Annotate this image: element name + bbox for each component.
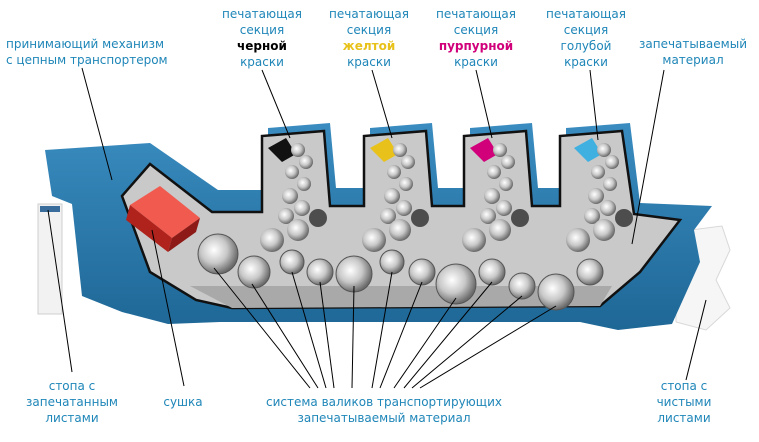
label-dryer: сушка <box>163 395 203 409</box>
label-unit-yellow: печатающая секция желтой краски <box>329 7 409 69</box>
ink-fountain-yellow <box>370 138 398 162</box>
label-unit-black: печатающая секция черной краски <box>222 7 302 69</box>
label-unit-cyan: печатающая секция голубой краски <box>546 7 626 69</box>
ink-fountain-cyan <box>574 138 602 162</box>
printing-unit-magenta <box>462 143 529 252</box>
printing-unit-yellow <box>362 143 429 252</box>
label-receiver: принимающий механизм с цепным транспорте… <box>6 37 168 67</box>
ink-fountain-magenta <box>470 138 498 162</box>
leader-lines <box>47 67 707 389</box>
dryer-unit <box>126 186 200 252</box>
label-material: запечатываемый материал <box>638 37 747 67</box>
ink-fountain-black <box>268 138 296 162</box>
label-printed-stack: стопа с запечатанным листами <box>26 379 118 425</box>
printing-unit-black <box>260 143 327 252</box>
label-clean-stack: стопа с чистыми листами <box>656 379 712 425</box>
printing-unit-cyan <box>566 143 633 252</box>
label-unit-magenta: печатающая секция пурпурной краски <box>436 7 516 69</box>
transport-rollers <box>197 233 604 311</box>
interior-floor <box>190 286 612 308</box>
label-rollers: система валиков транспортирующих запечат… <box>266 395 502 425</box>
